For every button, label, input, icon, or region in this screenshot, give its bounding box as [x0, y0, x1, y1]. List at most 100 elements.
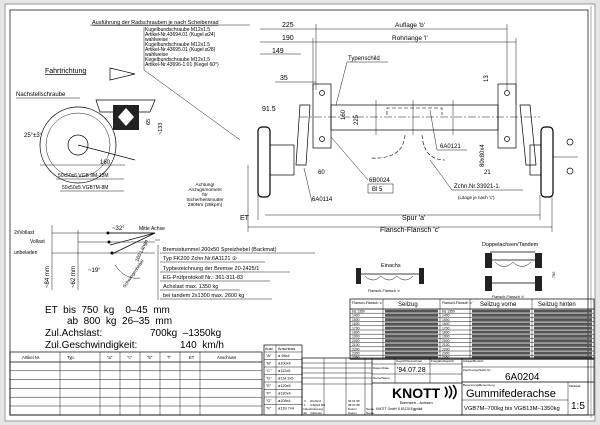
rope-table-row: 1600 1600	[350, 322, 594, 326]
svg-text:06.01.95: 06.01.95	[348, 399, 360, 403]
variant-single-axle: Einachs Flansch-Flansch 'c'	[356, 263, 424, 293]
part-6b0024: 6B0024	[369, 178, 390, 184]
rope-part-cell	[472, 351, 530, 355]
wheel-bolt-title: Ausführung der Radschrauben je nach Sche…	[92, 20, 219, 26]
ff-value: 1400	[442, 314, 450, 318]
ff-value: 2200	[442, 347, 450, 351]
svg-text:Benennung/Benennung: Benennung/Benennung	[463, 383, 495, 387]
svg-text:Änderung: Änderung	[310, 407, 323, 411]
svg-text:Artikel Nr.: Artikel Nr.	[22, 355, 40, 360]
svg-text:Vollast: Vollast	[30, 239, 45, 245]
rope-part-cell	[534, 330, 592, 334]
ff-value: 1700	[352, 326, 360, 330]
rope-part-cell	[534, 318, 592, 321]
rope-part-cell	[472, 330, 530, 334]
rope-table-row: 2100 2100	[350, 343, 594, 347]
svg-text:Freigabe/Geprüft: Freigabe/Geprüft	[431, 359, 454, 363]
rope-table-row: 2300 2300	[350, 352, 594, 356]
ff-value: 2300	[442, 352, 450, 356]
dim-spur: Spur 'a'	[402, 215, 425, 222]
dim-13: 13	[484, 75, 490, 82]
ff-value: bis 1350	[442, 310, 455, 314]
connection-row: "A"ø 98x4	[264, 351, 302, 358]
rope-part-cell	[385, 314, 438, 317]
length-note: (Länge je nach 'c')	[458, 195, 495, 200]
connection-row: "K" ø139.7x4	[264, 404, 302, 411]
ff-value: 1900	[352, 335, 360, 339]
side-view-drum: 65 ~133 25°±3° 160 50x50x6 VGB 9M-13M 50…	[24, 99, 164, 192]
svg-text:"c": "c"	[127, 355, 133, 360]
svg-text:Datum: Datum	[348, 411, 357, 415]
ff-value: 1600	[352, 322, 360, 326]
svg-text:"B": "B"	[266, 362, 272, 366]
rope-part-cell	[534, 347, 592, 351]
ff-value: 1400	[352, 314, 360, 318]
svg-text:~19°: ~19°	[88, 268, 101, 274]
svg-text:Datum/Date: Datum/Date	[373, 366, 389, 370]
dim-rohrlaenge: Rohrlange 'l'	[392, 35, 428, 42]
rope-part-cell	[534, 339, 592, 342]
variant-tandem-axle: Doppelachsen/Tandem 750 Flansch-Flansch …	[482, 242, 556, 299]
svg-text:"K": "K"	[266, 407, 272, 411]
dim-65: 65	[146, 119, 152, 125]
rope-part-cell	[385, 343, 438, 347]
svg-text:Index: Index	[303, 407, 311, 411]
svg-text:ø139.7x4: ø139.7x4	[278, 407, 294, 411]
ff-value: 2100	[352, 343, 360, 347]
drawing-sheet	[4, 3, 596, 422]
rope-part-cell	[472, 318, 530, 321]
rope-part-cell	[472, 343, 530, 347]
ff-value: 1600	[442, 322, 450, 326]
dim-angle: 25°±3°	[24, 133, 43, 139]
rope-part-cell	[534, 335, 592, 338]
svg-text:"l": "l"	[167, 355, 171, 360]
svg-text:08.07.88: 08.07.88	[348, 403, 360, 407]
dim-160: 160	[341, 109, 347, 120]
connection-table: Ausf. Anschluss "A"ø 98x4"B"ø100x4"C"ø11…	[263, 344, 303, 416]
rope-part-cell	[534, 351, 592, 355]
svg-text:140 km/h: 140 km/h	[180, 340, 224, 351]
connection-row: "C"ø112x5	[264, 366, 302, 373]
svg-text:Zul.Achslast:: Zul.Achslast:	[45, 328, 102, 339]
rope-part-cell	[385, 318, 438, 321]
rope-table-row: 1400 1400	[350, 314, 594, 318]
svg-text:ø 98x4: ø 98x4	[278, 354, 290, 358]
rope-part-cell	[472, 347, 530, 351]
svg-text:Anzugsmoment: Anzugsmoment	[188, 187, 222, 193]
svg-text:Name: Name	[366, 407, 374, 411]
rope-part-cell	[472, 309, 530, 313]
rope-part-cell	[385, 322, 438, 326]
rope-part-cell	[385, 335, 438, 338]
rope-part-cell	[385, 347, 438, 351]
dim-21: 21	[484, 170, 491, 176]
ff-value: bis 1350	[352, 310, 365, 314]
rope-part-cell	[385, 339, 438, 342]
svg-text:Seilzug hinten: Seilzug hinten	[538, 302, 576, 308]
rope-part-cell	[534, 314, 592, 317]
svg-text:unbeladen: unbeladen	[14, 250, 38, 256]
rope-table-row: bis 1350 bis 1350	[350, 310, 594, 314]
typenschild-label: Typenschild	[348, 56, 380, 62]
svg-text:Sicherheitsmutter: Sicherheitsmutter	[186, 197, 224, 203]
svg-text:für: für	[202, 192, 208, 198]
ff-value: 2000	[442, 339, 450, 343]
direction-label: Fahrtrichtung	[45, 68, 86, 75]
svg-text:Zeichnungs/Sach-Nr.:: Zeichnungs/Sach-Nr.:	[463, 368, 492, 372]
note-line: wahlweise	[145, 52, 168, 58]
ff-value: 2300	[352, 352, 360, 356]
svg-text:Anlage/Bereich:: Anlage/Bereich:	[463, 359, 484, 363]
svg-text:Achslast max. 1350 kg: Achslast max. 1350 kg	[163, 284, 218, 290]
svg-text:Flansch-Flansch 'c': Flansch-Flansch 'c'	[442, 301, 473, 305]
rope-part-cell	[534, 326, 592, 330]
part-6a0121: 6A0121	[440, 144, 461, 150]
rope-part-cell	[472, 314, 530, 317]
svg-text:280Nm (28kpm): 280Nm (28kpm)	[188, 202, 223, 208]
rope-part-cell	[534, 356, 592, 359]
ff-value: 2100	[442, 343, 450, 347]
rope-part-cell	[385, 351, 438, 355]
brake-specs: Bremsstummel 200x50 Spreizhebel (Backmat…	[155, 239, 315, 300]
